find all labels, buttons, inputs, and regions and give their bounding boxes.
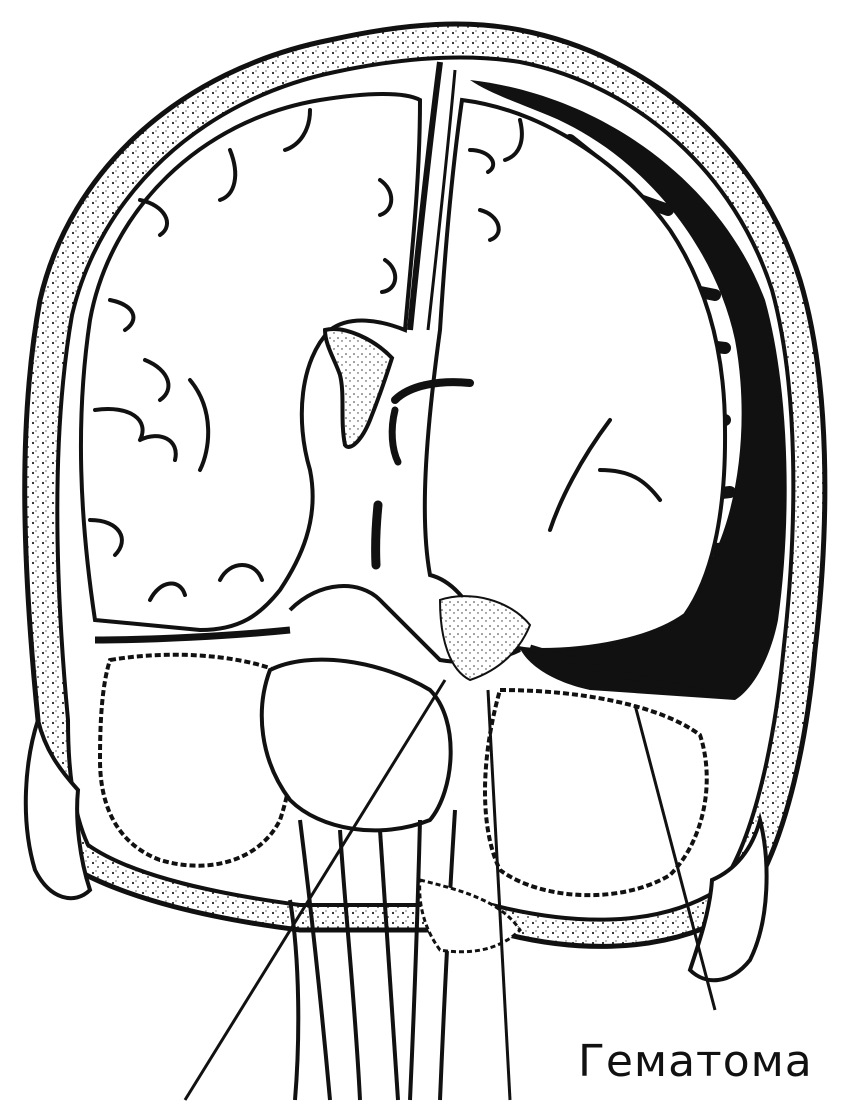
midline-shift-mark <box>376 505 378 565</box>
hematoma-label: Гематома <box>578 1036 813 1087</box>
cerebellum-right <box>485 690 707 895</box>
